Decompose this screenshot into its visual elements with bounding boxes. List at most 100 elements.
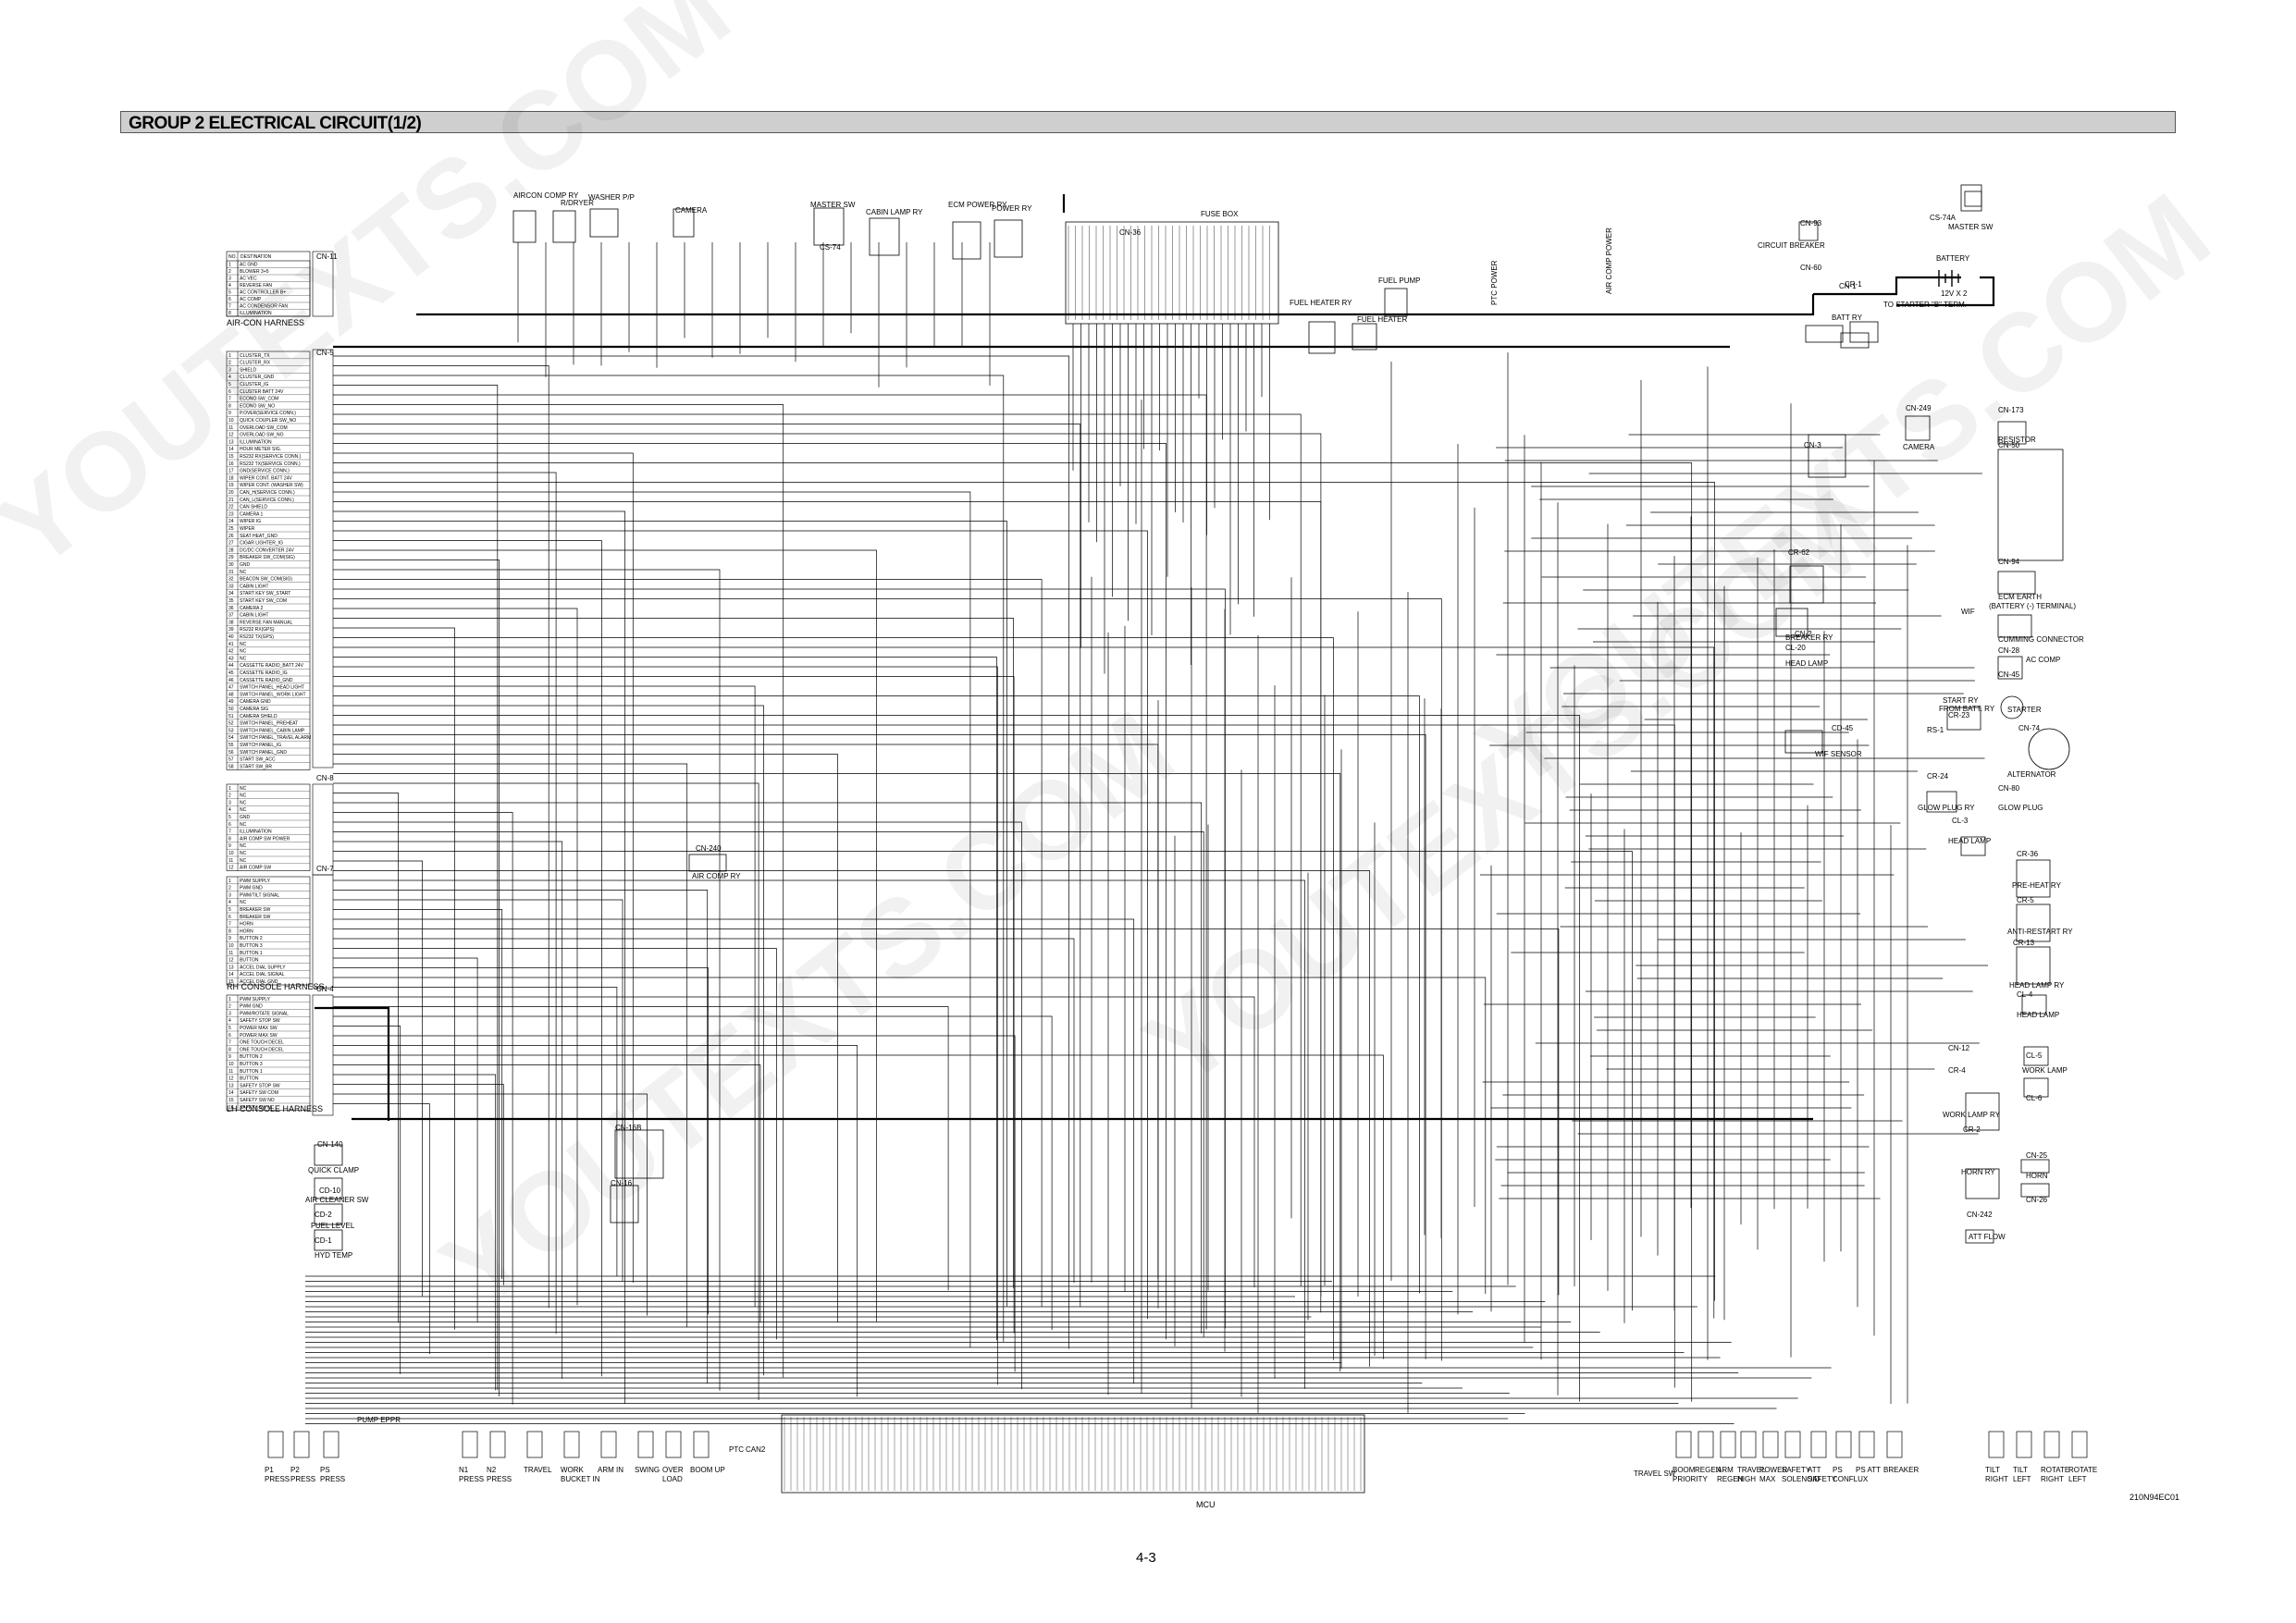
lh-row-label: SAFETY STOP SW (240, 1018, 280, 1024)
lh-row-num: 14 (228, 1090, 234, 1096)
rh-row-num: 14 (228, 972, 234, 977)
circuit-breaker-label: CIRCUIT BREAKER (1758, 241, 1825, 250)
bottom-connectors (267, 1431, 2088, 1458)
cn5-row-label: SWITCH PANEL_HEAD LIGHT (240, 685, 304, 691)
cn5-row-num: 52 (228, 721, 234, 727)
svg-text:NO.: NO. (228, 254, 237, 260)
lh-row-num: 8 (228, 1047, 231, 1052)
bottom-sensor-name: N1 (459, 1466, 469, 1474)
svg-text:CN-2: CN-2 (1795, 630, 1812, 638)
fuse-box-label: FUSE BOX (1201, 210, 1239, 218)
svg-text:CL-20: CL-20 (1785, 644, 1806, 652)
cn5-row-label: RS232 TX(GPS) (240, 634, 274, 640)
fuel-heater-label: FUEL HEATER (1357, 315, 1407, 324)
aircon-connector-id: CN-11 (316, 252, 338, 261)
bottom-sensor-sub: PRESS (265, 1475, 290, 1483)
bottom-sensor-name: BOOM UP (690, 1466, 725, 1474)
cn8-row-label: NC (240, 858, 247, 864)
cn5-row-num: 34 (228, 591, 234, 596)
svg-text:CD-45: CD-45 (1832, 724, 1854, 732)
camera-right-label: CAMERA (1903, 443, 1935, 451)
cn5-row-num: 31 (228, 570, 234, 575)
svg-text:DESTINATION: DESTINATION (241, 254, 272, 260)
cn5-row-label: ILLUMINATION (240, 439, 272, 445)
lh-row-label: PWM/ROTATE SIGNAL (240, 1011, 289, 1016)
svg-text:CN-140: CN-140 (317, 1140, 343, 1149)
bottom-sensor-name: OVER (662, 1466, 684, 1474)
cn5-row-label: SWITCH PANEL_PREHEAT (240, 721, 298, 727)
aircon-row-num: 4 (228, 283, 231, 289)
svg-text:CN-25: CN-25 (2026, 1151, 2048, 1160)
cn8-row-num: 5 (228, 815, 231, 820)
cn5-row-num: 14 (228, 447, 234, 452)
cn8-connector-id: CN-8 (316, 774, 334, 782)
power-ry-label: POWER RY (992, 204, 1032, 213)
cn8-row-num: 2 (228, 793, 231, 799)
pump-eppr-label: PUMP EPPR (357, 1416, 401, 1424)
cn5-row-label: CIGAR LIGHTER_IG (240, 541, 283, 547)
cn5-row-num: 57 (228, 757, 234, 763)
lh-row-num: 1 (228, 997, 231, 1002)
svg-text:CN-45: CN-45 (1998, 670, 2020, 679)
air-comp-ry-label: AIR COMP RY (692, 872, 741, 880)
rh-row-label: ACCEL DIAL SIGNAL (240, 972, 285, 977)
aircon-row-num: 5 (228, 290, 231, 296)
bottom-sensor-name: BOOM (1673, 1466, 1696, 1474)
wif-sensor-label: WIF SENSOR (1815, 750, 1862, 758)
watermark: YOUTEXTS.COM YOUTEXTS.COM YOUTEXTS.COM Y… (0, 0, 2232, 1332)
cn5-row-num: 8 (228, 403, 231, 409)
fuel-pump-label: FUEL PUMP (1378, 277, 1421, 285)
cn5-row-num: 56 (228, 750, 234, 756)
battery-label: BATTERY (1936, 254, 1970, 263)
page-number: 4-3 (1136, 1550, 1156, 1566)
cn8-row-label: NC (240, 793, 247, 799)
cn5-row-num: 41 (228, 642, 234, 647)
lh-row-num: 10 (228, 1062, 234, 1067)
aircon-row-label: ILLUMINATION (240, 311, 272, 316)
svg-text:CN-173: CN-173 (1998, 406, 2024, 414)
right-component-labels: MASTER SW CIRCUIT BREAKER BATTERY 12V X … (1758, 223, 2084, 1241)
ecm-earth-note: (BATTERY (-) TERMINAL) (1989, 602, 2076, 610)
rh-row-label: BREAKER SW (240, 907, 271, 913)
cn5-row-num: 51 (228, 714, 234, 719)
svg-text:CN-60: CN-60 (1800, 264, 1822, 272)
can2-label: CAN2 (746, 1445, 766, 1454)
travel-sw-label: TRAVEL SW (1634, 1469, 1676, 1478)
bottom-sensor-name: ROTATE (2041, 1466, 2069, 1474)
lh-row-label: SAFETY STOP SW (240, 1083, 280, 1088)
aircon-row-label: AC COMP (240, 297, 262, 302)
svg-text:CN-3: CN-3 (1804, 441, 1821, 449)
cn5-row-label: GND(SERVICE CONN.) (240, 469, 290, 474)
att-flow-label: ATT FLOW (1969, 1233, 2006, 1241)
rh-row-label: HORN (240, 928, 253, 934)
aircon-comp-ry-label: AIRCON COMP RY (513, 191, 579, 200)
cn5-row-num: 5 (228, 382, 231, 387)
cn8-row-num: 1 (228, 786, 231, 792)
lh-row-label: ONE TOUCH DECEL (240, 1040, 284, 1046)
rh-row-label: PWM GND (240, 886, 263, 891)
cn5-row-label: CAMERA 2 (240, 606, 264, 611)
svg-text:CN-74: CN-74 (2018, 724, 2041, 732)
cn5-row-num: 44 (228, 663, 234, 669)
lh-row-num: 4 (228, 1018, 231, 1024)
rh-row-label: PWM SUPPLY (240, 879, 271, 884)
bottom-sensor-sub: PRESS (290, 1475, 315, 1483)
cn5-row-label: CLUSTER_TX (240, 353, 270, 359)
cn5-row-label: NC (240, 656, 247, 661)
bottom-sensor-sub: BUCKET IN (561, 1475, 600, 1483)
horn-ry-label: HORN RY (1961, 1168, 1995, 1176)
cn5-row-num: 33 (228, 584, 234, 589)
cabin-lamp-ry-label: CABIN LAMP RY (866, 208, 923, 216)
batt-ry-label: BATT RY (1832, 314, 1863, 322)
battery-symbol (1938, 270, 1959, 287)
cn5-row-num: 43 (228, 656, 234, 661)
cn5-row-num: 17 (228, 469, 234, 474)
bottom-sensor-sub: RIGHT (1985, 1475, 2008, 1483)
svg-text:CR-23: CR-23 (1948, 711, 1970, 719)
cn5-row-label: START KEY SW_START (240, 591, 290, 596)
rh-console-connector-id: CN-7 (316, 865, 334, 873)
cn5-row-num: 4 (228, 375, 231, 380)
bottom-sensor-sub: LOAD (662, 1475, 683, 1483)
cn5-row-num: 29 (228, 555, 234, 560)
lh-row-label: BUTTON 1 (240, 1069, 263, 1075)
